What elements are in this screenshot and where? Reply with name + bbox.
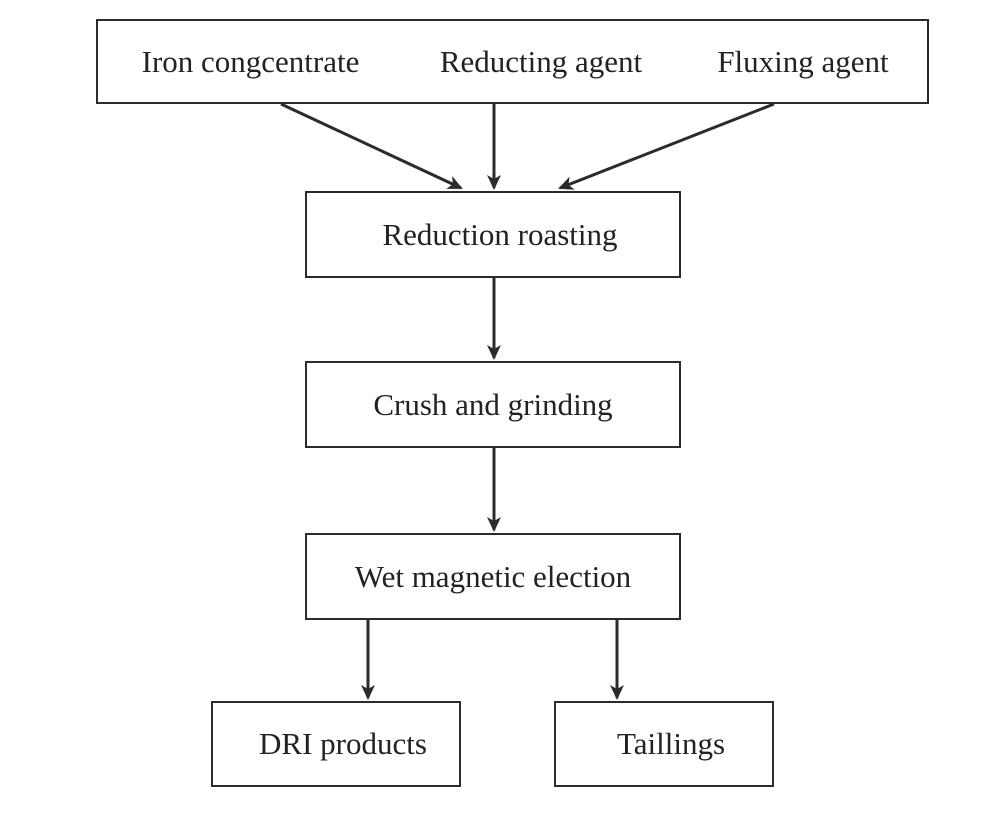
fluxing-agent-label: Fluxing agent [717,43,889,79]
dri-products-box: DRI products [211,701,461,787]
reducting-agent-box: Reducting agent [403,19,681,104]
reduction-roasting-box: Reduction roasting [305,191,681,278]
iron-concentrate-box: Iron congcentrate [96,19,405,104]
arrow-iron-to-roasting [280,102,463,190]
iron-concentrate-label: Iron congcentrate [141,43,360,79]
wet-magnetic-election-label: Wet magnetic election [354,558,632,594]
wet-magnetic-election-box: Wet magnetic election [305,533,681,620]
dri-products-label: DRI products [259,726,427,761]
crush-grinding-box: Crush and grinding [305,361,681,448]
fluxing-agent-box: Fluxing agent [679,19,929,104]
reduction-roasting-label: Reduction roasting [382,216,618,252]
tailings-label: Taillings [616,726,726,761]
arrow-fluxing-to-roasting [558,102,775,190]
reducting-agent-label: Reducting agent [439,43,643,79]
tailings-box: Taillings [554,701,774,787]
crush-grinding-label: Crush and grinding [373,386,613,422]
